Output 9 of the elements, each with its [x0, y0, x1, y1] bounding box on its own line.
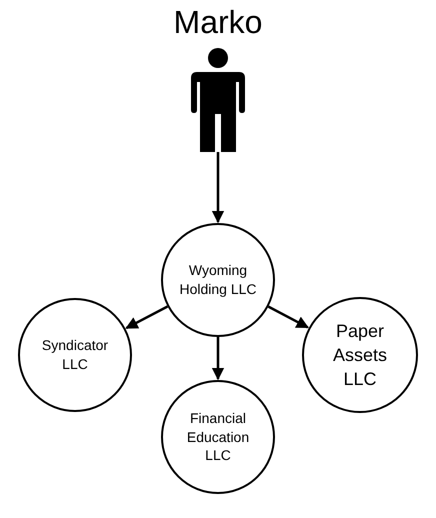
arrow	[268, 306, 309, 329]
arrow	[212, 152, 224, 224]
entity-name: Syndicator LLC	[40, 336, 110, 374]
entity-name: Wyoming Holding LLC	[178, 261, 258, 299]
person-name: Marko	[172, 3, 264, 42]
arrow	[212, 337, 224, 380]
arrow	[125, 305, 168, 330]
entity-name: Financial Education LLC	[186, 408, 250, 466]
entity-name: Paper Assets LLC	[332, 320, 388, 392]
